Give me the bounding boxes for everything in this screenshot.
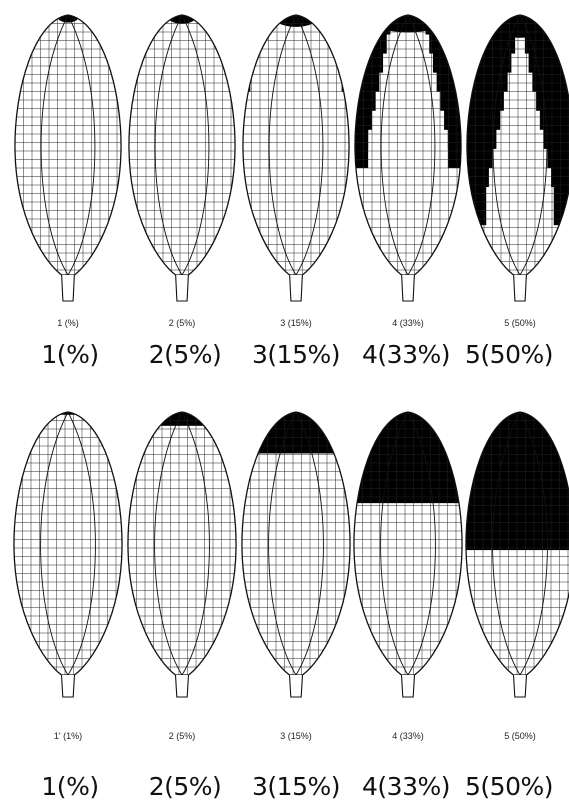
large-caption: 4(33%): [346, 340, 466, 369]
leaf-1-2: [127, 10, 237, 301]
damage-fill: [353, 91, 376, 111]
small-caption: 5 (50%): [480, 731, 560, 741]
leaf-1-1: [13, 11, 123, 301]
damage-area: [240, 410, 352, 453]
large-caption: 3(15%): [236, 340, 356, 369]
damage-fill: [168, 10, 196, 24]
damage-fill: [353, 72, 379, 92]
leaf-petiole: [176, 675, 189, 697]
damage-fill: [440, 91, 463, 111]
damage-fill: [240, 410, 352, 453]
leaf-2-5: [464, 410, 569, 697]
damage-fill: [232, 34, 237, 54]
damage-fill: [241, 34, 257, 54]
damage-fill: [529, 53, 569, 72]
large-caption: 4(33%): [346, 772, 466, 801]
small-caption: 2 (5%): [142, 318, 222, 328]
damage-fill: [353, 34, 387, 54]
leaf-petiole: [290, 275, 303, 301]
leaf-petiole: [62, 675, 75, 697]
large-caption: 5(50%): [449, 772, 569, 801]
damage-fill: [536, 91, 569, 111]
leaf-2-1: [12, 410, 124, 697]
leaf-petiole: [290, 675, 303, 697]
damage-fill: [13, 15, 18, 35]
damage-fill: [335, 34, 351, 54]
large-caption: 2(5%): [125, 340, 245, 369]
small-caption: 5 (50%): [480, 318, 560, 328]
damage-fill: [118, 15, 123, 35]
small-caption: 4 (33%): [368, 731, 448, 741]
small-caption: 1' (1%): [28, 731, 108, 741]
large-caption: 5(50%): [449, 340, 569, 369]
damage-fill: [540, 110, 569, 130]
leaf-petiole: [402, 275, 415, 301]
leaf-petiole: [176, 275, 189, 301]
damage-fill: [274, 7, 319, 27]
leaf-1-4: [353, 2, 463, 301]
leaf-2-3: [240, 410, 352, 697]
leaf-petiole: [402, 675, 415, 697]
damage-fill: [544, 129, 569, 149]
large-caption: 3(15%): [236, 772, 356, 801]
small-caption: 2 (5%): [142, 731, 222, 741]
damage-fill: [13, 34, 15, 54]
leaf-2-2: [126, 410, 238, 697]
large-caption: 1(%): [10, 772, 130, 801]
leaf-1-5: [465, 0, 569, 301]
damage-fill: [370, 2, 445, 33]
damage-fill: [426, 15, 463, 35]
damage-fill: [127, 34, 132, 54]
leaf-2-4: [352, 410, 464, 697]
damage-fill: [465, 129, 496, 149]
leaf-petiole: [514, 675, 527, 697]
leaf-petiole: [62, 275, 75, 301]
damage-fill: [331, 15, 351, 35]
leaf-petiole: [514, 275, 527, 301]
leaf-1-3: [241, 7, 351, 301]
damage-fill: [241, 53, 254, 72]
damage-fill: [127, 15, 135, 35]
large-caption: 1(%): [10, 340, 130, 369]
small-caption: 1 (%): [28, 318, 108, 328]
damage-fill: [229, 15, 237, 35]
damage-fill: [338, 53, 351, 72]
damage-fill: [554, 206, 569, 226]
damage-fill: [551, 168, 569, 188]
damage-fill: [241, 15, 261, 35]
large-caption: 2(5%): [125, 772, 245, 801]
damage-fill: [121, 34, 123, 54]
damage-fill: [353, 15, 390, 35]
damage-fill: [547, 148, 569, 168]
damage-fill: [437, 72, 463, 92]
small-caption: 3 (15%): [256, 731, 336, 741]
damage-fill: [465, 148, 493, 168]
small-caption: 4 (33%): [368, 318, 448, 328]
small-caption: 3 (15%): [256, 318, 336, 328]
damage-fill: [429, 34, 463, 54]
